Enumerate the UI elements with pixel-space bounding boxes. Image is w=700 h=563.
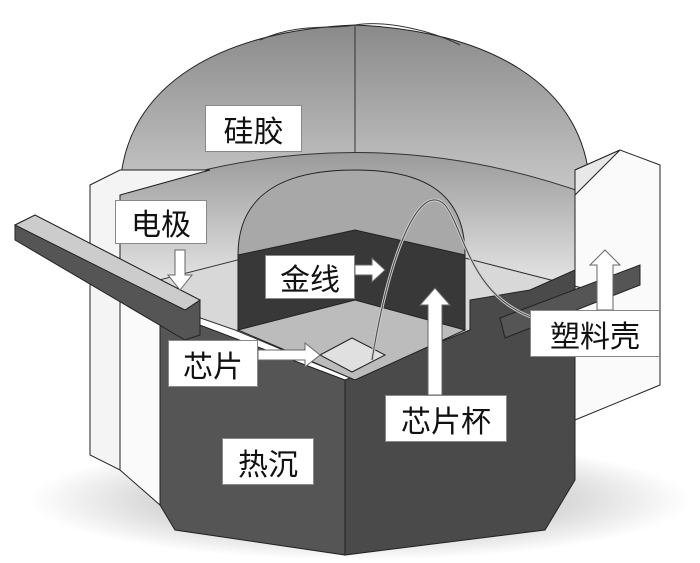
gold-wire-arrow	[354, 256, 386, 284]
label-chip: 芯片	[168, 340, 258, 387]
plastic-shell-arrow	[588, 249, 622, 311]
electrode-arrow	[166, 249, 194, 291]
label-gold-wire: 金线	[265, 255, 355, 299]
label-chip-cup: 芯片杯	[385, 395, 507, 442]
label-heat-sink: 热沉	[222, 438, 314, 485]
chip	[318, 337, 387, 373]
arrows	[166, 249, 622, 396]
label-silicone: 硅胶	[205, 105, 302, 152]
label-electrode: 电极	[115, 200, 207, 244]
label-plastic-shell: 塑料壳	[530, 310, 660, 357]
chip-cup-arrow	[418, 287, 452, 396]
chip-arrow	[257, 341, 321, 369]
inner-dome	[237, 169, 466, 256]
